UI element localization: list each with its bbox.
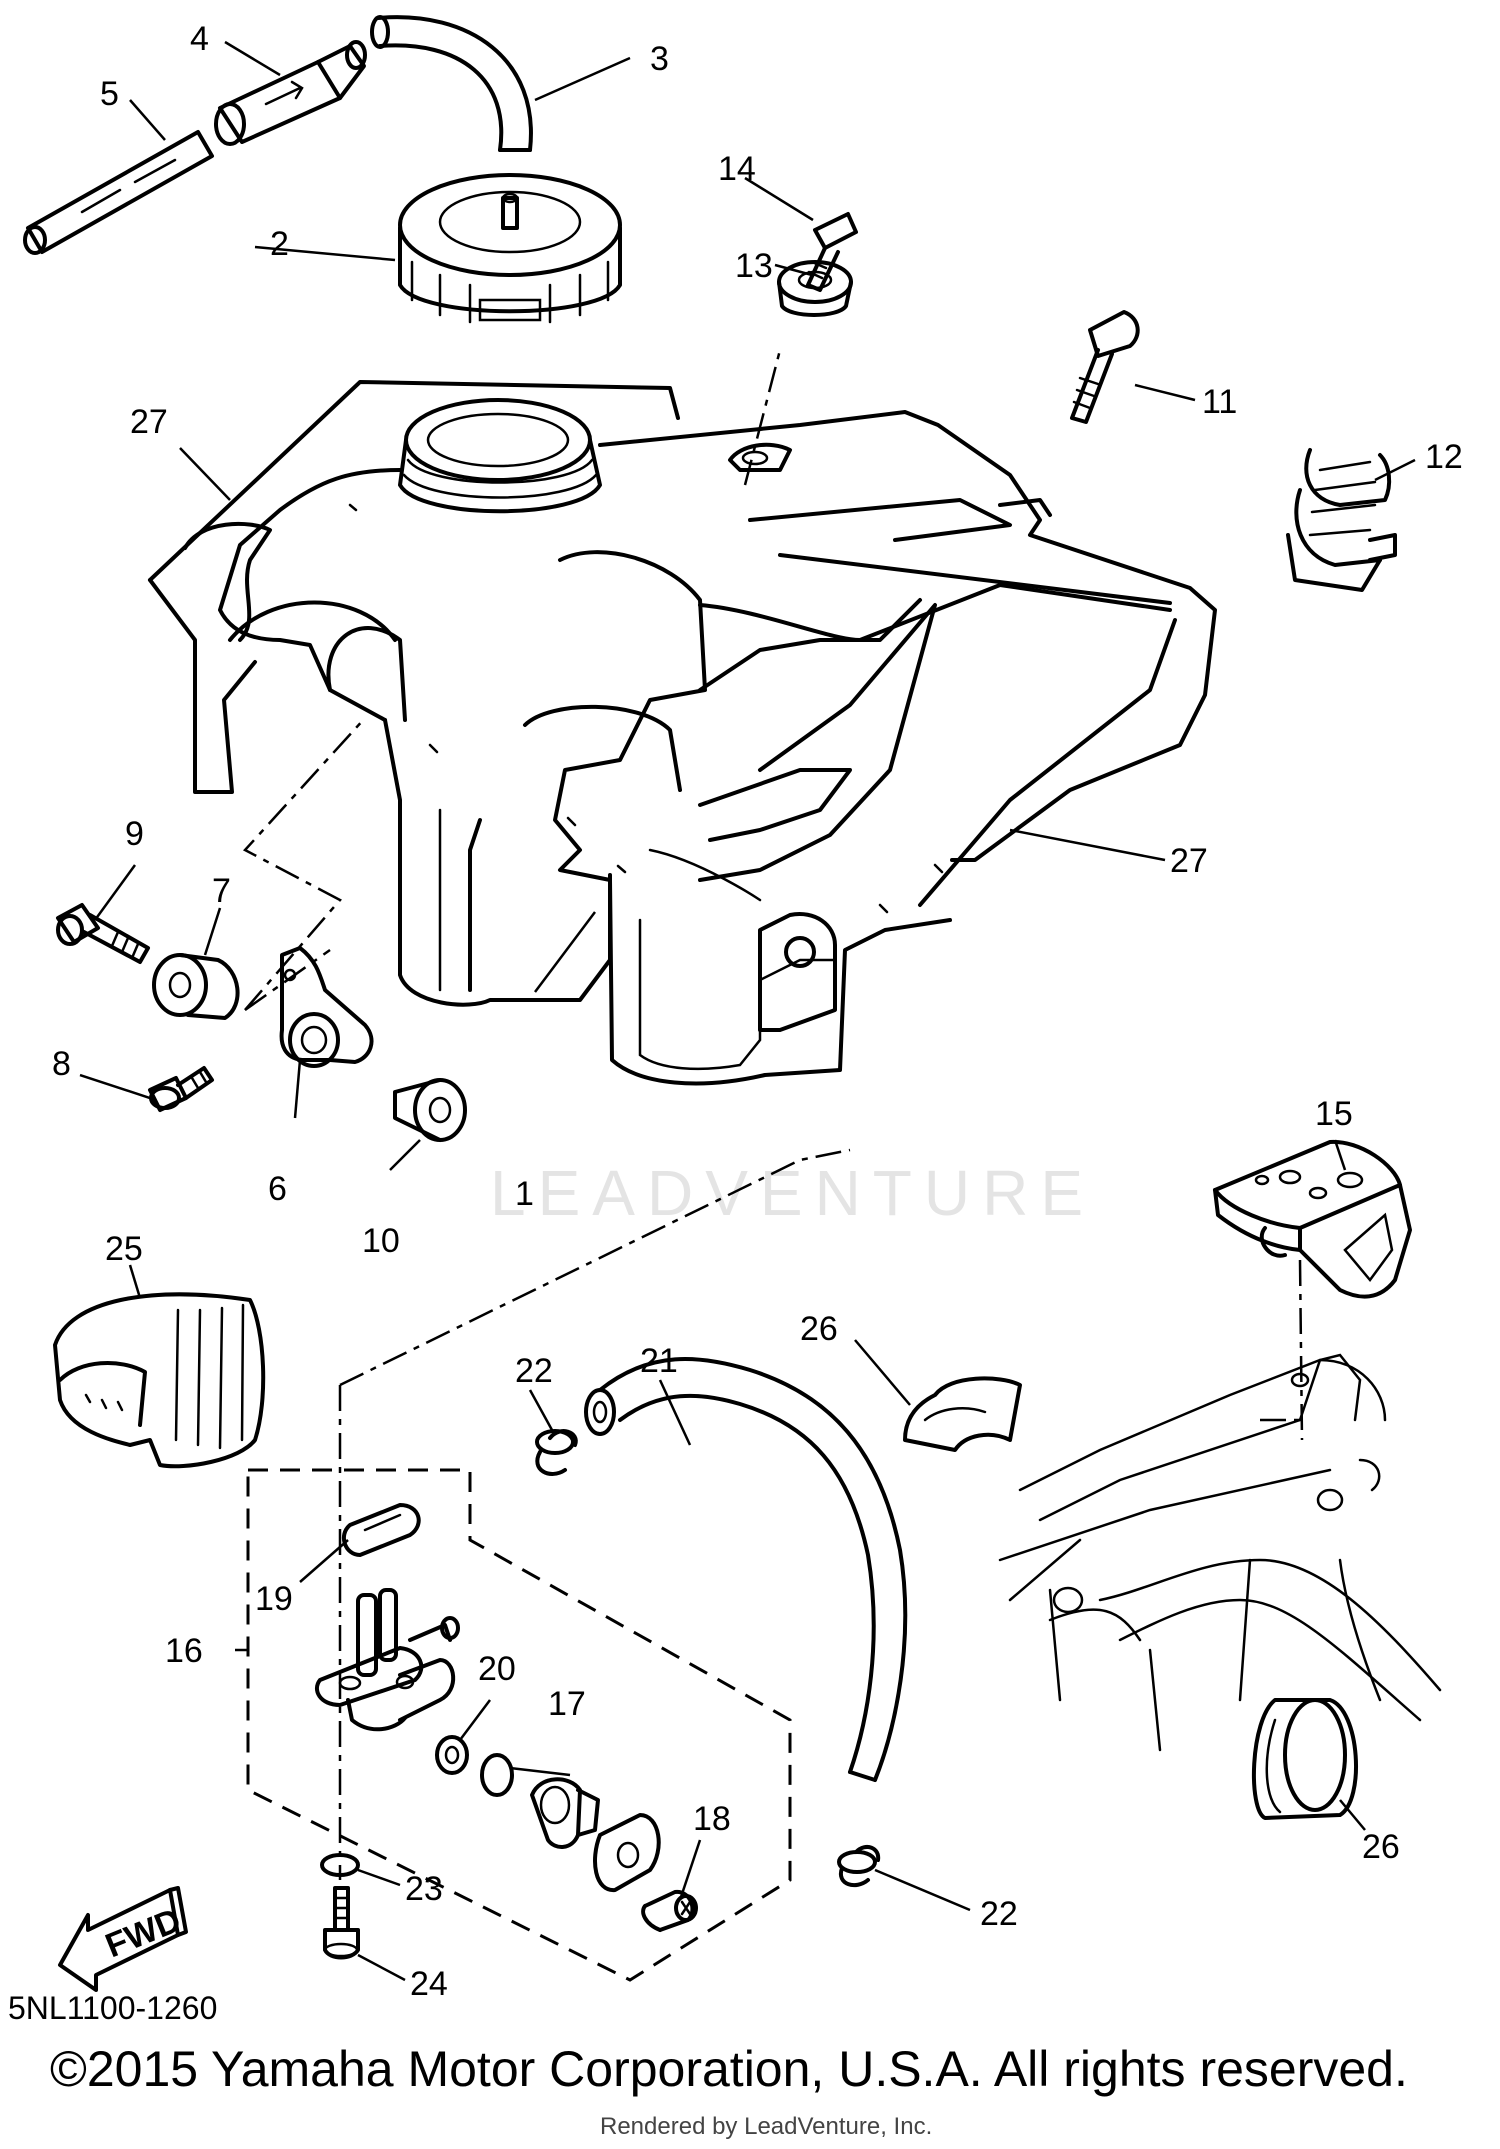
- diagram-code: 5NL1100-1260: [8, 1990, 218, 2026]
- callout-3: 3: [650, 40, 669, 78]
- fwd-label: FWD: [100, 1901, 186, 1965]
- callout-26-upper: 26: [800, 1310, 838, 1348]
- part-25-guard: [53, 1292, 266, 1469]
- callout-8: 8: [52, 1045, 71, 1083]
- fwd-arrow-icon: FWD: [58, 1886, 188, 1992]
- part-11-bolt: [1070, 310, 1140, 424]
- callout-10: 10: [362, 1222, 400, 1260]
- callout-4: 4: [190, 20, 209, 58]
- part-1-fuel-tank: [218, 398, 1217, 1086]
- callout-13: 13: [735, 247, 773, 285]
- callout-23: 23: [405, 1870, 443, 1908]
- part-12-clip: [1286, 448, 1397, 592]
- callout-9: 9: [125, 815, 144, 853]
- callout-26-lower: 26: [1362, 1828, 1400, 1866]
- callout-16: 16: [165, 1632, 203, 1670]
- part-22-hose-clip-lower: [837, 1844, 881, 1888]
- fuel-cock-body: [314, 1588, 460, 1732]
- part-9-bolt: [56, 903, 150, 964]
- part-19-plate: [341, 1503, 421, 1557]
- part-15-protector: [1213, 1139, 1412, 1299]
- callout-22-upper: 22: [515, 1352, 553, 1390]
- part-26-band-lower: [1251, 1698, 1358, 1820]
- part-5-pipe: [23, 130, 214, 255]
- callout-27-right: 27: [1170, 842, 1208, 880]
- callout-17: 17: [548, 1685, 586, 1723]
- part-24-screw: [323, 1886, 360, 1960]
- part-16-assembly-boundary: [246, 1468, 792, 1982]
- part-18-screw: [641, 1889, 698, 1932]
- part-20-gasket: [435, 1735, 469, 1775]
- callout-5: 5: [100, 75, 119, 113]
- callout-numbers: 1 2 3 4 5 6 7 8 9 10 11 12 13 14 15 16 1…: [52, 20, 1463, 2003]
- rendered-by-credit: Rendered by LeadVenture, Inc.: [600, 2113, 933, 2140]
- callout-7: 7: [212, 872, 231, 910]
- part-10-collar: [393, 1078, 467, 1142]
- callout-14: 14: [718, 150, 756, 188]
- callout-2: 2: [270, 225, 289, 263]
- frame-outline: [998, 1353, 1442, 1752]
- fuel-cock-lever: [530, 1777, 600, 1849]
- callout-19: 19: [255, 1580, 293, 1618]
- part-2-fuel-cap: [398, 173, 622, 324]
- part-21-fuel-hose: [584, 1357, 908, 1782]
- part-17-o-ring: [480, 1753, 514, 1797]
- callout-22-lower: 22: [980, 1895, 1018, 1933]
- part-13-grommet: [777, 260, 853, 317]
- copyright-notice: ©2015 Yamaha Motor Corporation, U.S.A. A…: [50, 2041, 1408, 2097]
- callout-20: 20: [478, 1650, 516, 1688]
- callout-6: 6: [268, 1170, 287, 1208]
- part-27-tank-graphic: [148, 380, 680, 794]
- callout-27-left: 27: [130, 403, 168, 441]
- callout-21: 21: [640, 1342, 678, 1380]
- part-22-hose-clip-upper: [535, 1429, 578, 1476]
- callout-15: 15: [1315, 1095, 1353, 1133]
- part-4-fuel-filter: [214, 40, 367, 146]
- part-26-band-upper: [903, 1376, 1022, 1452]
- leadventure-watermark: LEADVENTURE: [490, 1157, 1095, 1229]
- callout-25: 25: [105, 1230, 143, 1268]
- callout-18: 18: [693, 1800, 731, 1838]
- part-7-damper: [152, 953, 240, 1020]
- part-6-bracket: [279, 946, 374, 1068]
- fuel-cock-cover-plate: [593, 1813, 661, 1892]
- part-3-breather-hose: [370, 15, 533, 152]
- callout-24: 24: [410, 1965, 448, 2003]
- callout-11: 11: [1202, 383, 1237, 421]
- callout-12: 12: [1425, 438, 1463, 476]
- callout-1: 1: [515, 1175, 534, 1213]
- leader-lines: [79, 40, 1416, 1982]
- part-8-screw: [148, 1066, 214, 1112]
- alignment-lines: [242, 349, 1304, 1880]
